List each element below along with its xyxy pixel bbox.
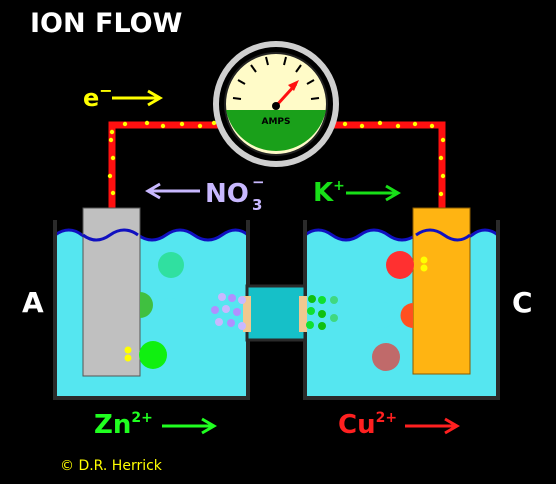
zinc-ion-label: Zn2+	[94, 410, 153, 440]
title: ION FLOW	[30, 8, 182, 39]
electrode-label-a: A	[22, 286, 44, 319]
copper-electrode	[412, 207, 471, 375]
ammeter: AMPS	[213, 41, 339, 167]
copyright: © D.R. Herrick	[60, 458, 163, 474]
electron-arrow	[112, 89, 163, 107]
zinc-ion	[140, 292, 153, 318]
ion-ghost	[369, 302, 395, 328]
ammeter-label: AMPS	[262, 117, 291, 127]
potassium-ions	[306, 295, 338, 330]
external-circuit-wire	[107, 120, 446, 208]
copper-ion-arrow	[405, 417, 460, 435]
electrode-label-c: C	[512, 286, 533, 319]
electron-dot	[124, 354, 132, 362]
salt-bridge	[243, 284, 307, 342]
electron-dot	[420, 256, 428, 264]
nitrate-ions	[211, 293, 246, 330]
nitrate-superscript: −	[252, 173, 265, 191]
copper-electrode-wave	[415, 228, 471, 242]
electron-dot	[420, 264, 428, 272]
zinc-electrode-wave	[82, 228, 139, 242]
electron-dot	[124, 346, 132, 354]
zinc-ion-arrow	[162, 417, 217, 435]
ammeter-ticks	[232, 56, 320, 100]
nitrate-arrow	[145, 182, 200, 200]
ion-ghost	[157, 298, 183, 324]
potassium-arrow	[346, 184, 401, 202]
copper-ion	[400, 303, 413, 328]
electron-label: e−	[83, 81, 113, 112]
copper-ion	[386, 251, 414, 279]
potassium-label: K+	[313, 178, 345, 208]
electron-dots	[107, 120, 446, 197]
zinc-ion	[139, 341, 167, 369]
zinc-ion	[158, 252, 184, 278]
nitrate-label: NO	[205, 179, 249, 209]
nitrate-subscript: 3	[252, 196, 262, 214]
copper-ion-label: Cu2+	[338, 410, 397, 440]
copper-ion	[372, 343, 400, 371]
